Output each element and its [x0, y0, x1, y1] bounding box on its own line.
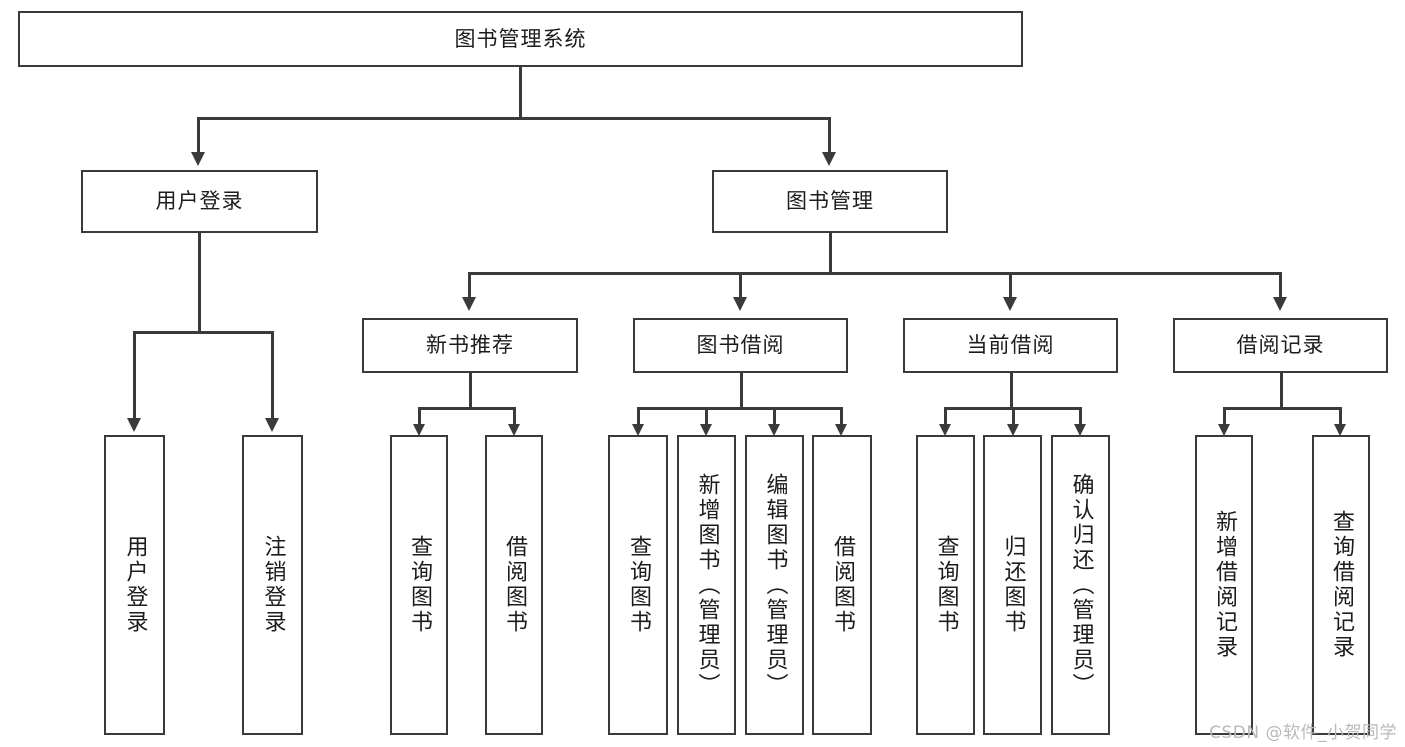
arrowhead-leaf-edit-book [768, 424, 780, 436]
arrowhead-leaf-logout [265, 418, 279, 432]
node-current-borrow[interactable]: 当前借阅 [903, 318, 1118, 373]
node-label: 确认归还（管理员） [1068, 472, 1094, 698]
leaf-add-borrow-record[interactable]: 新增借阅记录 [1195, 435, 1253, 735]
node-label: 新增借阅记录 [1212, 510, 1237, 660]
leaf-logout[interactable]: 注销登录 [242, 435, 303, 735]
arrowhead-leaf-query-book-1 [413, 424, 425, 436]
connector-book-borrow-bus [637, 407, 842, 410]
connector-user-login-drop-1 [133, 331, 136, 419]
connector-new-book-drop-1 [418, 407, 421, 425]
connector-root-to-user-login [197, 117, 200, 153]
arrowhead-to-new-book-recommend [462, 297, 476, 311]
node-label: 借阅图书 [502, 535, 527, 635]
node-label: 当前借阅 [966, 333, 1055, 357]
node-borrow-record[interactable]: 借阅记录 [1173, 318, 1388, 373]
connector-user-login-drop-2 [271, 331, 274, 419]
leaf-add-book-admin[interactable]: 新增图书（管理员） [677, 435, 736, 735]
connector-book-manage-stem [829, 233, 832, 274]
node-label: 归还图书 [1000, 535, 1026, 635]
leaf-edit-book-admin[interactable]: 编辑图书（管理员） [745, 435, 804, 735]
arrowhead-to-book-borrow [733, 297, 747, 311]
node-user-login[interactable]: 用户登录 [81, 170, 318, 233]
connector-borrow-record-drop-1 [1223, 407, 1226, 425]
connector-borrow-record-drop-2 [1339, 407, 1342, 425]
connector-user-login-bus [133, 331, 273, 334]
arrowhead-leaf-borrow-book-1 [508, 424, 520, 436]
node-book-management[interactable]: 图书管理 [712, 170, 948, 233]
node-label: 借阅图书 [830, 535, 855, 635]
arrowhead-leaf-add-record [1218, 424, 1230, 436]
leaf-query-borrow-record[interactable]: 查询借阅记录 [1312, 435, 1370, 735]
leaf-return-book[interactable]: 归还图书 [983, 435, 1042, 735]
node-label: 编辑图书（管理员） [762, 472, 788, 698]
node-new-book-recommend[interactable]: 新书推荐 [362, 318, 578, 373]
node-root-system[interactable]: 图书管理系统 [18, 11, 1023, 67]
connector-root-bus [197, 117, 831, 120]
node-label: 查询图书 [626, 535, 651, 635]
connector-borrow-record-bus [1223, 407, 1341, 410]
connector-book-manage-bus [468, 272, 1280, 275]
connector-book-manage-drop-3 [1009, 272, 1012, 298]
connector-book-borrow-drop-3 [773, 407, 776, 425]
arrowhead-leaf-query-book-2 [632, 424, 644, 436]
leaf-query-book-current[interactable]: 查询图书 [916, 435, 975, 735]
node-label: 新增图书（管理员） [694, 472, 720, 698]
connector-root-stem [519, 67, 522, 119]
connector-book-borrow-stem [740, 373, 743, 409]
node-label: 注销登录 [260, 535, 286, 635]
arrowhead-leaf-confirm-return [1074, 424, 1086, 436]
arrowhead-leaf-return-book [1007, 424, 1019, 436]
leaf-query-book-borrow[interactable]: 查询图书 [608, 435, 668, 735]
connector-current-borrow-drop-2 [1012, 407, 1015, 425]
connector-current-borrow-stem [1010, 373, 1013, 409]
connector-borrow-record-stem [1280, 373, 1283, 409]
arrowhead-leaf-borrow-book-2 [835, 424, 847, 436]
connector-new-book-stem [469, 373, 472, 409]
node-label: 图书管理 [786, 189, 874, 213]
leaf-query-book-recommend[interactable]: 查询图书 [390, 435, 448, 735]
node-label: 图书管理系统 [454, 26, 587, 51]
connector-user-login-stem [198, 233, 201, 333]
connector-new-book-drop-2 [513, 407, 516, 425]
connector-root-to-book-manage [828, 117, 831, 153]
node-book-borrow[interactable]: 图书借阅 [633, 318, 848, 373]
connector-current-borrow-drop-1 [944, 407, 947, 425]
node-label: 新书推荐 [426, 333, 514, 357]
arrowhead-to-current-borrow [1003, 297, 1017, 311]
node-label: 查询图书 [933, 535, 959, 635]
connector-new-book-bus [418, 407, 515, 410]
leaf-user-login[interactable]: 用户登录 [104, 435, 165, 735]
csdn-watermark: CSDN @软件_小贺同学 [1209, 723, 1397, 743]
node-label: 借阅记录 [1236, 333, 1325, 357]
leaf-confirm-return-admin[interactable]: 确认归还（管理员） [1051, 435, 1110, 735]
connector-book-borrow-drop-1 [637, 407, 640, 425]
connector-book-borrow-drop-2 [705, 407, 708, 425]
connector-book-borrow-drop-4 [840, 407, 843, 425]
connector-book-manage-drop-1 [468, 272, 471, 298]
arrowhead-leaf-query-record [1334, 424, 1346, 436]
connector-book-manage-drop-4 [1279, 272, 1282, 298]
arrowhead-root-to-user-login [191, 152, 205, 166]
arrowhead-leaf-user-login [127, 418, 141, 432]
arrowhead-root-to-book-manage [822, 152, 836, 166]
node-label: 用户登录 [122, 535, 148, 635]
arrowhead-leaf-add-book [700, 424, 712, 436]
arrowhead-leaf-query-book-3 [939, 424, 951, 436]
node-label: 查询借阅记录 [1329, 510, 1354, 660]
node-label: 用户登录 [155, 189, 244, 213]
connector-book-manage-drop-2 [739, 272, 742, 298]
arrowhead-to-borrow-record [1273, 297, 1287, 311]
connector-current-borrow-drop-3 [1079, 407, 1082, 425]
node-label: 查询图书 [407, 535, 432, 635]
node-label: 图书借阅 [696, 333, 785, 357]
leaf-borrow-book[interactable]: 借阅图书 [812, 435, 872, 735]
leaf-borrow-book-recommend[interactable]: 借阅图书 [485, 435, 543, 735]
